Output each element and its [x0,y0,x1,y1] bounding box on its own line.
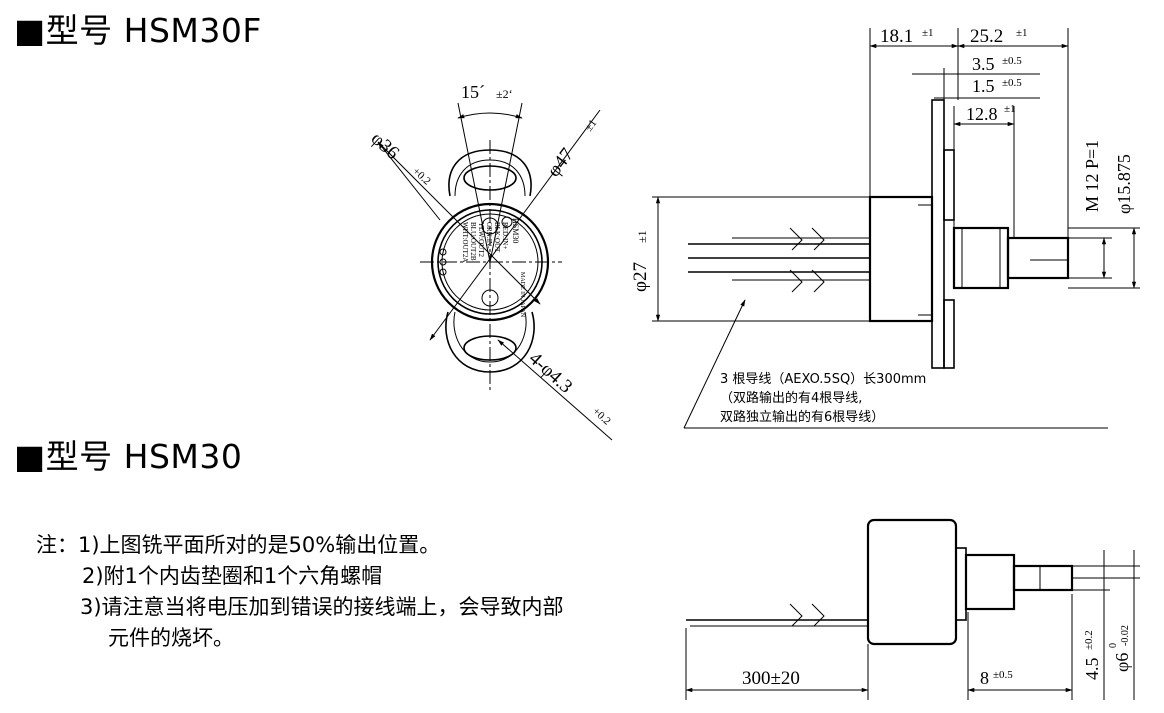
hole-label: 4-φ4.3 [525,348,577,397]
dim-1-5-tol: ±0.5 [1002,77,1022,89]
logo-mark [501,216,513,228]
dim-12-8-tol: ±1 [1004,103,1016,115]
side-view: φ27 ±1 18.1 ±1 25.2 ±1 3.5 ±0.5 1.5 ±0.5… [630,26,1140,429]
body-bottom [866,518,958,646]
dim-1-5: 1.5 [972,76,995,96]
flat-len-label: 8 [980,668,989,688]
note-1: 注：1)上图铣平面所对的是50%输出位置。 [36,530,520,561]
shaft-dia-bottom-label: φ6 [1112,653,1132,672]
dim-3-5: 3.5 [972,54,995,74]
shaft-side [1006,236,1070,280]
body-side [868,195,934,323]
lead-note-1: 3 根导线（AEXO.5SQ）长300mm [720,372,926,387]
flat-depth-label: 4.5 [1082,658,1102,681]
svg-text:GRN:IN-: GRN:IN- [485,222,493,249]
dim-25-2-tol: ±1 [1016,27,1028,39]
svg-text:RED:IN+: RED:IN+ [501,222,509,249]
svg-text:BLU:OUT2B: BLU:OUT2B [469,222,477,261]
flange-dia-tol: ±1 [583,117,600,133]
note-3b: 元件的烧坏。 [108,626,234,650]
note-1-text: 1)上图铣平面所对的是50%输出位置。 [78,533,441,557]
outer-dia-label: φ36 [367,128,403,164]
outer-dia-tol: +0.2 [410,165,433,187]
angle-tol-label: ±2‘ [496,87,513,101]
dim-25-2: 25.2 [970,26,1003,47]
svg-text:YLW:OUT2: YLW:OUT2 [477,222,485,257]
svg-text:MADE IN JAPAN: MADE IN JAPAN [519,272,525,318]
body-dia-label: φ27 [630,262,651,292]
lead-note-2: （双路输出的有4根导线, [720,390,862,406]
thread-label: M 12 P=1 [1082,140,1102,212]
note-3a: 3)请注意当将电压加到错误的接线端上，会导致内部 [80,595,564,619]
model-heading-hsm30f: ■型号 HSM30F [14,11,262,50]
front-view: HSM30 RED:IN+ BLK:OUT GRN:IN- YLW:OUT2 B… [367,82,613,441]
svg-text:HSM30: HSM30 [511,218,520,243]
body-dia-tol: ±1 [635,230,649,243]
note-2: 2)附1个内齿垫圈和1个六角螺帽 [82,564,383,588]
bottom-view: 300±20 8 ±0.5 4.5 ±0.2 φ6 0 -0.02 [685,518,1140,700]
notes-prefix: 注： [36,533,78,557]
model-heading-hsm30: ■型号 HSM30 [14,437,243,476]
shaft-dia-label: φ15.875 [1114,154,1134,214]
dim-18-1-tol: ±1 [922,27,934,39]
shaft-dia-tol-upper: 0 [1108,643,1119,648]
flange-ear-bottom [943,299,955,369]
flat-depth-tol: ±0.2 [1083,630,1095,650]
angle-main-label: 15´ [461,82,485,102]
shaft-dia-tol-lower: -0.02 [1120,625,1131,646]
notes-block: 注：1)上图铣平面所对的是50%输出位置。 2)附1个内齿垫圈和1个六角螺帽 3… [36,530,564,654]
lead-length-label: 300±20 [742,668,800,689]
svg-text:BLK:OUT: BLK:OUT [493,222,501,253]
lead-note-3: 双路独立输出的有6根导线） [720,409,884,425]
flange-side [931,99,945,369]
dim-18-1: 18.1 [880,26,913,47]
flange-ear-top [943,149,955,221]
flat-len-tol: ±0.5 [993,669,1013,681]
dim-3-5-tol: ±0.5 [1002,55,1022,67]
svg-text:WHT:OUT2A: WHT:OUT2A [461,222,469,262]
body-label: HSM30 RED:IN+ BLK:OUT GRN:IN- YLW:OUT2 B… [461,218,525,318]
dim-12-8: 12.8 [966,104,998,124]
flange-dia-label: φ47 [543,144,578,181]
